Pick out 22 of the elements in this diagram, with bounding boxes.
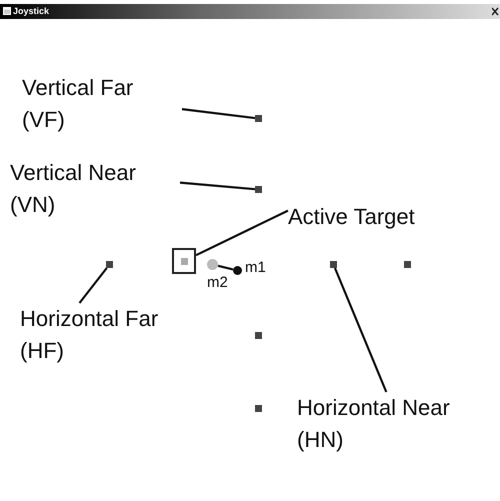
leader-line [180,182,256,190]
target-square [330,261,337,268]
target-label: Vertical Far (VF) [22,74,134,134]
leader-line [196,210,288,256]
marker-label: m1 [245,260,266,276]
target-square [106,261,113,268]
target-square [255,115,262,122]
target-square [255,332,262,339]
leader-line [78,267,108,304]
active-target-frame [172,248,196,274]
target-label: Active Target [288,203,415,231]
target-label: Horizontal Far (HF) [20,305,160,365]
target-label: Vertical Near (VN) [10,159,137,219]
target-label: Horizontal Near (HN) [297,394,451,454]
leader-line [182,108,256,120]
target-square [255,405,262,412]
connector-line [218,264,234,270]
marker-label: m2 [207,275,228,291]
target-square [255,186,262,193]
leader-line [334,268,388,392]
window-title: Joystick [13,5,50,18]
target-square [404,261,411,268]
